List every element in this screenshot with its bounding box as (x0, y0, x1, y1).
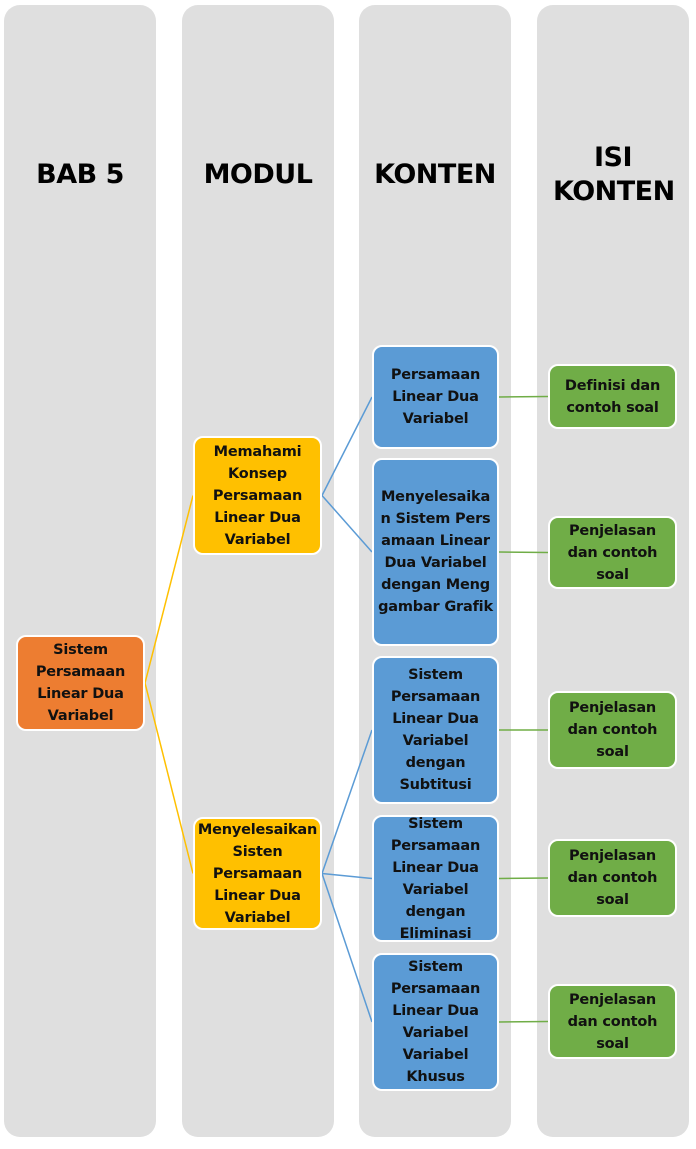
column-modul: MODUL (182, 5, 334, 1137)
isi-konten-node[interactable]: Penjelasan dan contoh soal (548, 984, 677, 1059)
modul-node-label: Menyelesaikan Sisten Persamaan Linear Du… (197, 821, 318, 926)
isi-konten-node[interactable]: Penjelasan dan contoh soal (548, 691, 677, 769)
isi-konten-node[interactable]: Penjelasan dan contoh soal (548, 839, 677, 917)
konten-node[interactable]: Sistem Persamaan Linear Dua Variabel den… (372, 815, 499, 942)
konten-node[interactable]: Sistem Persamaan Linear Dua Variabel den… (372, 656, 499, 804)
isi-konten-node[interactable]: Definisi dan contoh soal (548, 364, 677, 429)
column-title-konten: KONTEN (374, 159, 496, 190)
isi-konten-node-label: Definisi dan contoh soal (564, 377, 661, 416)
konten-node-label: Menyelesaikan Sistem Persamaan Linear Du… (378, 489, 493, 615)
konten-node-label: Sistem Persamaan Linear Dua Variabel den… (390, 815, 481, 942)
isi-konten-node-label: Penjelasan dan contoh soal (567, 991, 658, 1052)
isi-konten-node-label: Penjelasan dan contoh soal (567, 522, 658, 583)
modul-node[interactable]: Memahami Konsep Persamaan Linear Dua Var… (193, 436, 322, 555)
column-title-modul: MODUL (203, 159, 313, 190)
konten-node[interactable]: Persamaan Linear Dua Variabel (372, 345, 499, 449)
konten-node[interactable]: Menyelesaikan Sistem Persamaan Linear Du… (372, 458, 499, 646)
column-title-bab: BAB 5 (36, 159, 124, 190)
column-bab: BAB 5 (4, 5, 156, 1137)
konten-node-label: Sistem Persamaan Linear Dua Variabel den… (390, 667, 481, 793)
konten-node-label: Persamaan Linear Dua Variabel (390, 367, 481, 427)
konten-node-label: Sistem Persamaan Linear Dua Variabel Var… (390, 959, 481, 1085)
isi-konten-node[interactable]: Penjelasan dan contoh soal (548, 516, 677, 589)
isi-konten-node-label: Penjelasan dan contoh soal (567, 700, 658, 760)
isi-konten-node-label: Penjelasan dan contoh soal (567, 848, 658, 908)
bab-node-label: Sistem Persamaan Linear Dua Variabel (35, 642, 126, 724)
column-title-isi-konten: ISI KONTEN (553, 142, 675, 207)
bab-node[interactable]: Sistem Persamaan Linear Dua Variabel (16, 635, 145, 731)
modul-node[interactable]: Menyelesaikan Sisten Persamaan Linear Du… (193, 817, 322, 930)
modul-node-label: Memahami Konsep Persamaan Linear Dua Var… (212, 443, 303, 548)
konten-node[interactable]: Sistem Persamaan Linear Dua Variabel Var… (372, 953, 499, 1091)
